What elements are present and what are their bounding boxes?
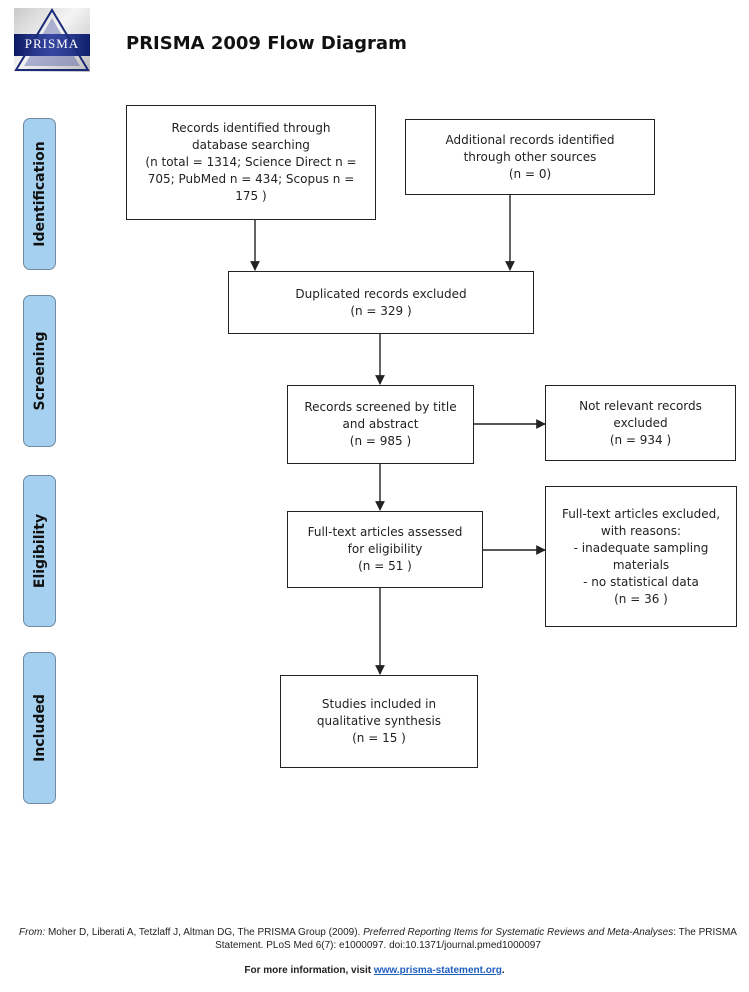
box-fulltext-assessed: Full-text articles assessed for eligibil… bbox=[287, 511, 483, 588]
box-database-search-text: Records identified through database sear… bbox=[145, 121, 357, 203]
phase-included: Included bbox=[23, 652, 56, 804]
more-info-suffix: . bbox=[501, 965, 505, 976]
box-duplicates-text: Duplicated records excluded (n = 329 ) bbox=[295, 286, 467, 318]
footer-article-title: Preferred Reporting Items for Systematic… bbox=[363, 927, 674, 938]
box-screened-text: Records screened by title and abstract (… bbox=[304, 400, 457, 448]
box-studies-included: Studies included in qualitative synthesi… bbox=[280, 675, 478, 768]
page-title: PRISMA 2009 Flow Diagram bbox=[126, 33, 407, 54]
footer-citation-rest: : The PRISMA Statement. PLoS Med 6(7): e… bbox=[215, 927, 737, 951]
box-other-sources: Additional records identified through ot… bbox=[405, 119, 655, 195]
box-records-screened: Records screened by title and abstract (… bbox=[287, 385, 474, 464]
phase-identification: Identification bbox=[23, 118, 56, 270]
prisma-logo: PRISMA bbox=[14, 8, 90, 72]
footer-authors: Moher D, Liberati A, Tetzlaff J, Altman … bbox=[47, 927, 361, 938]
box-database-search: Records identified through database sear… bbox=[126, 105, 376, 220]
box-not-relevant-excluded: Not relevant records excluded (n = 934 ) bbox=[545, 385, 736, 461]
box-fulltext-excluded-text: Full-text articles excluded, with reason… bbox=[561, 506, 721, 606]
phase-eligibility: Eligibility bbox=[23, 475, 56, 627]
prisma-statement-link[interactable]: www.prisma-statement.org bbox=[373, 965, 502, 976]
logo-text: PRISMA bbox=[24, 36, 80, 51]
box-fulltext-excluded: Full-text articles excluded, with reason… bbox=[545, 486, 737, 627]
citation-footer: From: Moher D, Liberati A, Tetzlaff J, A… bbox=[18, 926, 738, 952]
phase-screening: Screening bbox=[23, 295, 56, 447]
footer-from-label: From: bbox=[19, 927, 46, 938]
box-not-relevant-text: Not relevant records excluded (n = 934 ) bbox=[579, 398, 702, 447]
box-other-sources-text: Additional records identified through ot… bbox=[445, 132, 615, 181]
box-fulltext-assessed-text: Full-text articles assessed for eligibil… bbox=[307, 525, 463, 573]
box-duplicates-excluded: Duplicated records excluded (n = 329 ) bbox=[228, 271, 534, 334]
box-included-text: Studies included in qualitative synthesi… bbox=[316, 697, 442, 745]
more-info-line: For more information, visit www.prisma-s… bbox=[0, 965, 749, 976]
more-info-prefix: For more information, visit bbox=[244, 965, 374, 976]
